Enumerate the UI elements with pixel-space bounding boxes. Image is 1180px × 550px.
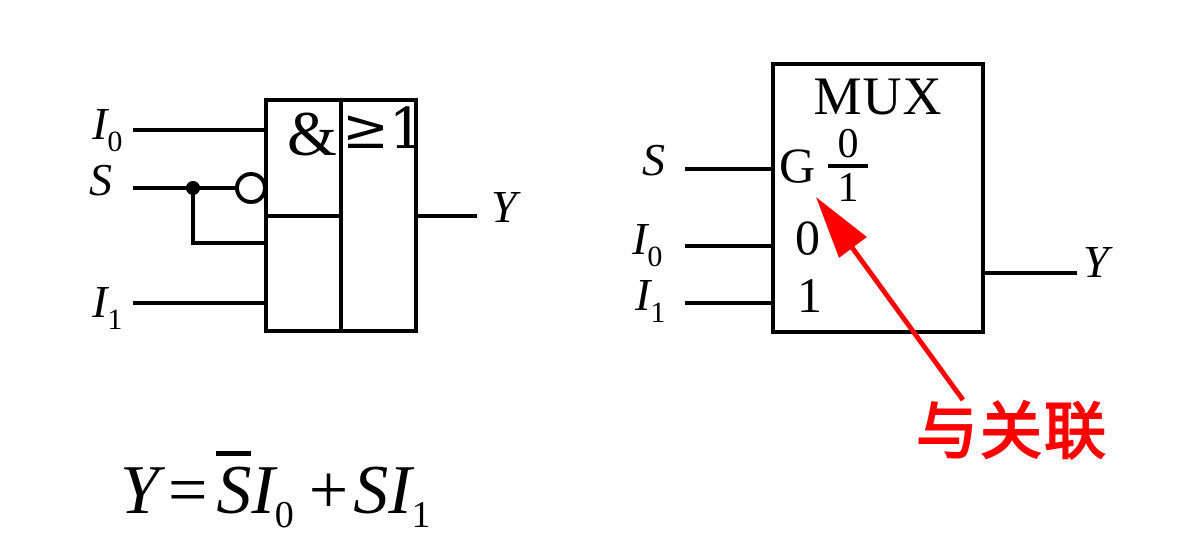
g-range-bottom: 1 <box>837 164 859 211</box>
mux-i1-subscript: 1 <box>650 296 666 329</box>
formula-equals: = <box>167 452 208 529</box>
mux-i0-subscript: 0 <box>647 240 663 273</box>
mux-g-dependency-label: G <box>779 137 816 193</box>
mux-box <box>771 62 985 334</box>
boolean-formula: Y=SI0+SI1 <box>120 451 431 534</box>
and-dependency-annotation: 与关联 <box>916 399 1109 467</box>
annotation-arrow-head <box>816 197 867 258</box>
mux-pin-0-label: 0 <box>795 209 820 265</box>
mux-pin-1-label: 1 <box>797 267 822 323</box>
formula-i0: I <box>251 452 275 529</box>
formula-i1: I <box>388 452 412 529</box>
s-junction-dot <box>186 181 200 195</box>
annotation-arrow-shaft <box>848 244 966 402</box>
i1-subscript: 1 <box>107 303 123 336</box>
or-gate-symbol: ≥1 <box>342 97 425 162</box>
mux-select-label: S <box>642 134 665 185</box>
formula-s: S <box>353 452 389 529</box>
mux-title: MUX <box>813 66 943 126</box>
formula-i1-subscript: 1 <box>411 494 431 536</box>
formula-i0-subscript: 0 <box>274 494 294 536</box>
gate-input-i1-label: I1 <box>92 276 123 336</box>
inverter-bubble <box>235 172 267 204</box>
formula-plus: + <box>308 452 349 529</box>
mux-input-i0-label: I0 <box>632 213 663 273</box>
gate-input-s-label: S <box>89 154 112 205</box>
formula-not-s: S <box>216 451 252 529</box>
s-branch-wire <box>191 188 266 245</box>
and-gate-symbol: & <box>287 98 337 169</box>
i0-subscript: 0 <box>107 125 123 158</box>
gate-input-i0-label: I0 <box>92 98 123 158</box>
g-range-top: 0 <box>828 123 868 168</box>
mux-input-i1-label: I1 <box>635 269 666 329</box>
mux-g-range-fraction: 0 1 <box>828 123 868 211</box>
mux-output-label: Y <box>1083 236 1109 287</box>
gate-output-label: Y <box>491 181 517 232</box>
formula-lhs: Y <box>120 452 159 529</box>
